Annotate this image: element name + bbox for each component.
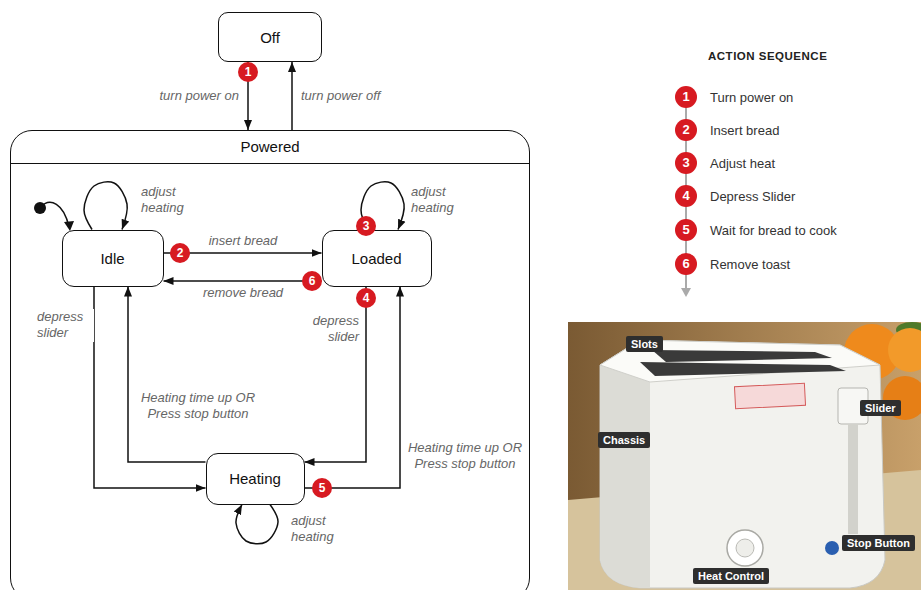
toaster-slot bbox=[640, 362, 846, 376]
sequence-step: Adjust heat bbox=[710, 156, 775, 171]
transition-label: Heating time up OR Press stop button bbox=[406, 440, 524, 473]
callout-number: 6 bbox=[675, 253, 697, 275]
slider-groove bbox=[848, 424, 858, 534]
part-name: Slots bbox=[626, 336, 663, 352]
transition-label: depress slider bbox=[36, 309, 94, 342]
toaster-side bbox=[600, 365, 650, 588]
transition-arrow bbox=[291, 62, 293, 130]
sequence-step: Depress Slider bbox=[710, 189, 795, 204]
region-heading: Powered bbox=[11, 131, 529, 164]
callout-number: 1 bbox=[238, 62, 258, 82]
callout-number: 3 bbox=[356, 216, 376, 236]
transition-arrow bbox=[94, 287, 206, 489]
callout-number: 4 bbox=[356, 288, 376, 308]
transition-label: Heating time up OR Press stop button bbox=[139, 390, 257, 423]
orange bbox=[888, 328, 921, 372]
callout-number: 5 bbox=[675, 219, 697, 241]
initial-arrow bbox=[40, 202, 69, 227]
sequence-step: Remove toast bbox=[710, 257, 790, 272]
transition-label: adjust heating bbox=[140, 184, 198, 217]
part-name: Chassis bbox=[598, 432, 650, 448]
callout-number: 4 bbox=[675, 185, 697, 207]
transition-arrow bbox=[128, 287, 206, 463]
sequence-step: Insert bread bbox=[710, 123, 779, 138]
warning-sticker bbox=[734, 383, 805, 409]
sequence-step: Wait for bread to cook bbox=[710, 223, 837, 238]
callout-number: 2 bbox=[170, 243, 190, 263]
sequence-step: Turn power on bbox=[710, 90, 793, 105]
state-box: Loaded bbox=[322, 230, 432, 287]
callout-number: 1 bbox=[675, 86, 697, 108]
transition-arrow bbox=[164, 280, 322, 282]
transition-label: turn power off bbox=[300, 88, 382, 104]
part-name: Heat Control bbox=[693, 568, 769, 584]
state-name: Loaded bbox=[351, 250, 401, 267]
callout-number: 3 bbox=[675, 152, 697, 174]
state-box: Heating bbox=[206, 453, 305, 505]
transition-label: adjust heating bbox=[410, 184, 468, 217]
transition-label: remove bread bbox=[202, 285, 284, 301]
self-transition bbox=[84, 182, 127, 230]
heat-dial bbox=[727, 530, 763, 566]
sequence-heading: ACTION SEQUENCE bbox=[708, 50, 827, 62]
transition-label: turn power on bbox=[159, 88, 241, 104]
state-name: Off bbox=[260, 29, 280, 46]
part-name: Slider bbox=[860, 400, 901, 416]
self-transition bbox=[236, 505, 278, 544]
state-box: Off bbox=[218, 12, 322, 62]
toaster-slot bbox=[652, 350, 832, 362]
part-name: Stop Button bbox=[842, 535, 915, 551]
state-name: Idle bbox=[100, 250, 124, 267]
transition-label: insert bread bbox=[208, 233, 279, 249]
callout-number: 6 bbox=[302, 271, 322, 291]
sequence-arrow bbox=[681, 288, 691, 297]
callout-number: 5 bbox=[312, 478, 332, 498]
stop-button bbox=[825, 541, 839, 555]
transition-label: depress slider bbox=[302, 313, 360, 346]
state-box: Idle bbox=[62, 230, 164, 287]
state-name: Heating bbox=[229, 470, 281, 487]
connector-group bbox=[84, 62, 404, 544]
transition-label: adjust heating bbox=[290, 513, 348, 546]
photo-wall bbox=[568, 322, 921, 590]
callout-number: 2 bbox=[675, 119, 697, 141]
heat-dial-center bbox=[736, 539, 754, 557]
